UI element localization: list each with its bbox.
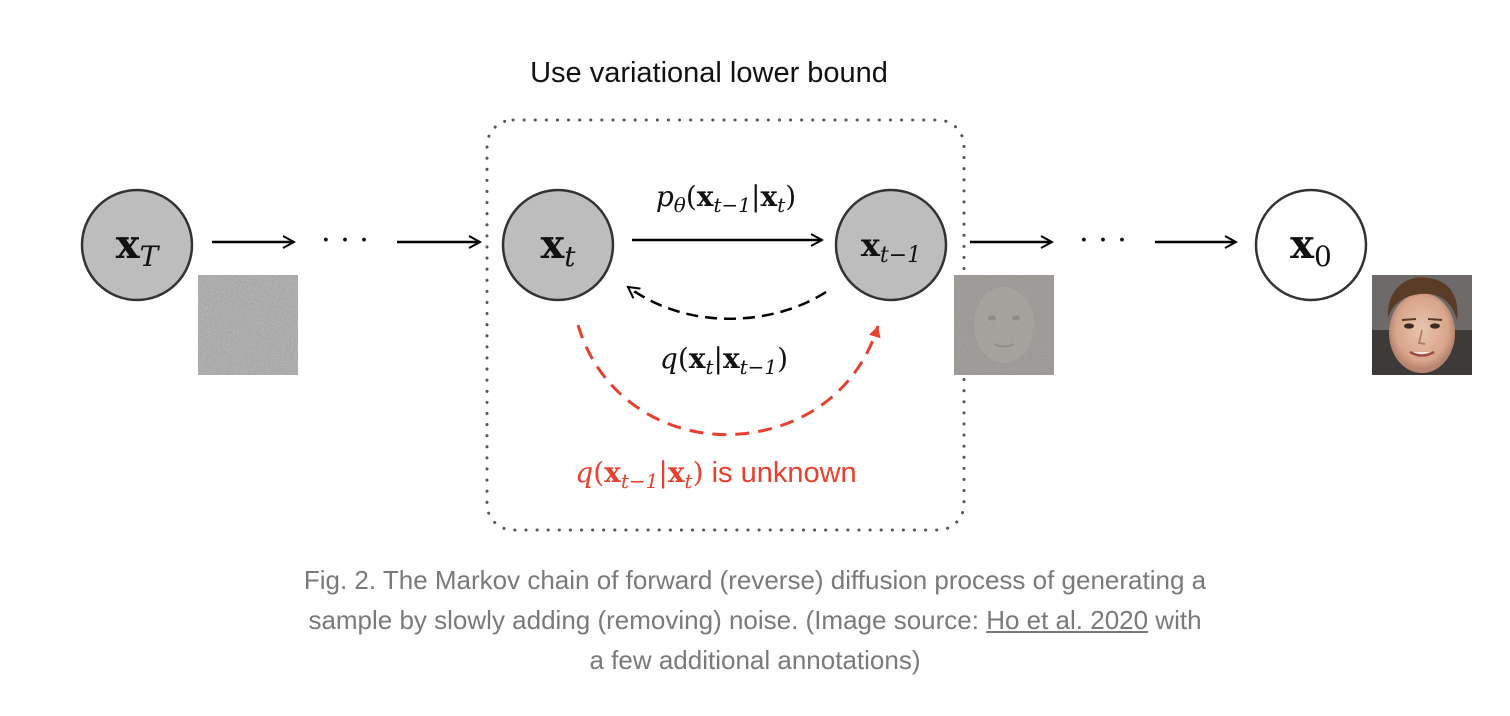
node-xT: xT	[80, 188, 194, 302]
unknown-label: q(xt−1|xt) is unknown	[575, 456, 856, 493]
ellipsis-left: · · ·	[321, 223, 369, 258]
forward-process-label: q(xt|xt−1)	[660, 342, 788, 379]
svg-text:xt−1: xt−1	[861, 226, 921, 268]
caption-line-2: sample by slowly adding (removing) noise…	[0, 600, 1510, 640]
ellipsis-right: · · ·	[1079, 223, 1127, 258]
source-link[interactable]: Ho et al. 2020	[986, 605, 1149, 635]
reverse-process-label: pθ(xt−1|xt)	[656, 180, 796, 217]
node-xt: xt	[501, 188, 615, 302]
caption-line-2-end: with	[1148, 605, 1202, 635]
svg-text:x0: x0	[1290, 221, 1332, 273]
clean-face-image	[1372, 275, 1472, 375]
svg-text:xt: xt	[540, 221, 576, 273]
node-xt-minus-1: xt−1	[834, 188, 948, 302]
caption-line-1: Fig. 2. The Markov chain of forward (rev…	[303, 565, 1207, 595]
noisy-face-image	[954, 275, 1054, 375]
node-x0: x0	[1254, 188, 1368, 302]
figure-caption: Fig. 2. The Markov chain of forward (rev…	[0, 560, 1510, 680]
caption-line-2-start: sample by slowly adding (removing) noise…	[308, 605, 987, 635]
svg-text:xT: xT	[116, 221, 161, 273]
caption-line-3: a few additional annotations)	[589, 645, 921, 675]
unknown-dashed-arrow	[576, 324, 881, 437]
forward-dashed-arrow	[628, 287, 827, 320]
pure-noise-image	[198, 275, 298, 375]
box-title: Use variational lower bound	[530, 57, 888, 89]
diffusion-diagram: Use variational lower bound xT xt xt−1 x…	[80, 57, 1472, 532]
